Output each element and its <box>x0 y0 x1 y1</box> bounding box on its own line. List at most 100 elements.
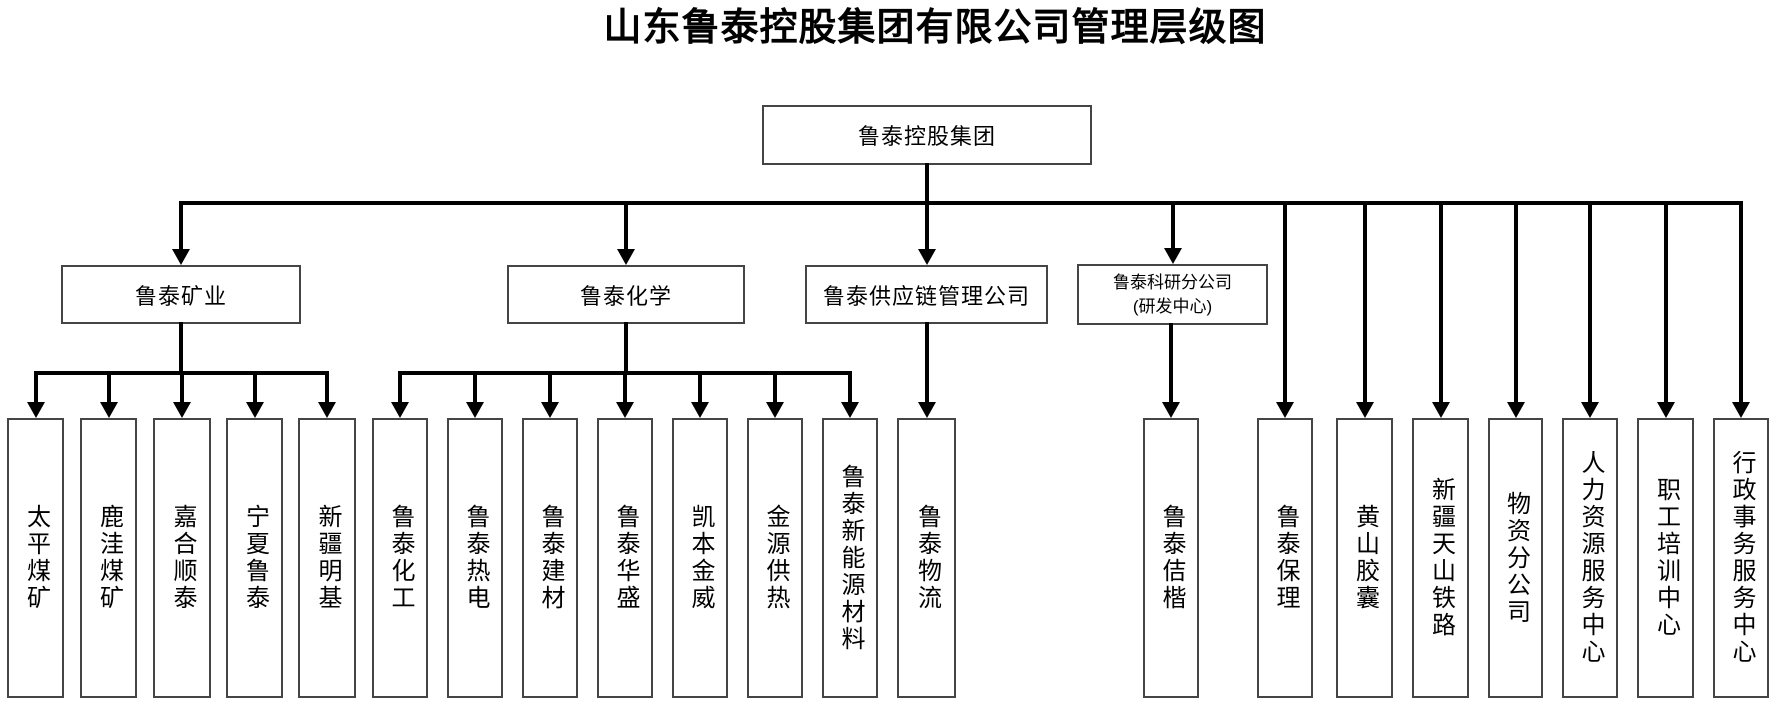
org-node-label: 鲁泰化学 <box>579 283 672 309</box>
org-node-lutai-mining: 鲁泰矿业 <box>61 265 301 324</box>
org-node-ningxia-lutai: 宁夏鲁泰 <box>226 418 283 698</box>
arrowhead-icon <box>617 249 635 265</box>
connector-arrow-stem <box>1588 201 1592 405</box>
chart-title: 山东鲁泰控股集团有限公司管理层级图 <box>603 7 1267 49</box>
arrowhead-icon <box>1355 402 1374 418</box>
connector-arrow-stem <box>473 371 477 405</box>
org-node-label: 鲁泰佶楷 <box>1158 504 1185 612</box>
connector-arrow-stem <box>33 371 38 405</box>
org-node-lutai-chemistry: 鲁泰化学 <box>507 265 745 324</box>
arrowhead-icon <box>616 402 634 418</box>
arrowhead-icon <box>1162 402 1180 418</box>
root-drop-line <box>925 163 929 205</box>
arrowhead-icon <box>541 402 559 418</box>
org-node-lutai-holding-group: 鲁泰控股集团 <box>762 105 1092 165</box>
arrowhead-icon <box>1276 402 1294 418</box>
org-node-lutai-research-branch: 鲁泰科研分公司 (研发中心) <box>1077 264 1268 325</box>
org-node-label: 鲁泰热电 <box>462 504 489 612</box>
arrowhead-icon <box>173 402 191 418</box>
org-node-jiahe-shuntai: 嘉合顺泰 <box>153 418 211 698</box>
connector-arrow-stem <box>623 371 627 405</box>
org-node-xinjiang-mingji: 新疆明基 <box>298 418 356 698</box>
arrowhead-icon <box>1163 248 1182 264</box>
org-node-lutai-huasheng: 鲁泰华盛 <box>597 418 653 698</box>
connector-arrow-stem <box>1362 201 1367 405</box>
arrowhead-icon <box>691 402 709 418</box>
org-node-label: 太平煤矿 <box>22 504 50 612</box>
org-node-huangshan-capsule: 黄山胶囊 <box>1336 418 1393 698</box>
connector-arrow-stem <box>252 371 257 405</box>
connector-arrow-stem <box>698 371 702 405</box>
branch-drop-line <box>624 322 628 375</box>
arrowhead-icon <box>318 402 336 418</box>
org-node-label: 物资分公司 <box>1502 490 1530 626</box>
connector-arrow-stem <box>325 371 329 405</box>
arrowhead-icon <box>99 402 118 418</box>
arrowhead-icon <box>1732 402 1750 418</box>
arrowhead-icon <box>1581 402 1599 418</box>
arrowhead-icon <box>172 249 190 265</box>
arrowhead-icon <box>391 402 409 418</box>
connector-arrow-stem <box>1283 201 1287 405</box>
org-node-label: 鲁泰保理 <box>1272 504 1299 612</box>
connector-arrow-stem <box>548 371 552 405</box>
connector-arrow-stem <box>398 371 402 405</box>
arrowhead-icon <box>245 402 264 418</box>
connector-arrow-stem <box>924 322 929 405</box>
org-node-label: 鲁泰科研分公司 (研发中心) <box>1113 272 1232 316</box>
org-node-label: 鲁泰矿业 <box>134 283 227 309</box>
org-node-label: 鲁泰控股集团 <box>857 124 996 149</box>
org-node-label: 鲁泰物流 <box>913 504 941 612</box>
connector-arrow-stem <box>848 371 852 405</box>
arrowhead-icon <box>26 402 45 418</box>
org-node-label: 嘉合顺泰 <box>169 504 196 612</box>
connector-arrow-stem <box>624 201 628 252</box>
org-node-lutai-thermal-power: 鲁泰热电 <box>447 418 503 698</box>
org-node-lutai-new-energy-materials: 鲁泰新能源材料 <box>822 418 878 698</box>
org-node-label: 凯本金威 <box>687 504 714 612</box>
arrowhead-icon <box>841 402 859 418</box>
org-node-luwa-coal-mine: 鹿洼煤矿 <box>80 418 137 698</box>
arrowhead-icon <box>1431 402 1450 418</box>
arrowhead-icon <box>917 249 936 265</box>
org-node-label: 职工培训中心 <box>1652 477 1680 639</box>
connector-arrow-stem <box>1513 201 1518 405</box>
org-node-lutai-jikai: 鲁泰佶楷 <box>1143 418 1199 698</box>
arrowhead-icon <box>466 402 484 418</box>
branch-drop-line <box>179 322 183 375</box>
org-node-label: 行政事务服务中心 <box>1728 450 1755 666</box>
arrowhead-icon <box>917 402 936 418</box>
arrowhead-icon <box>1656 402 1675 418</box>
org-node-lutai-factoring: 鲁泰保理 <box>1257 418 1313 698</box>
org-node-lutai-chemical: 鲁泰化工 <box>372 418 428 698</box>
connector-arrow-stem <box>180 371 184 405</box>
arrowhead-icon <box>766 402 784 418</box>
org-node-label: 宁夏鲁泰 <box>241 504 269 612</box>
org-node-kaiben-jinwei: 凯本金威 <box>672 418 728 698</box>
connector-arrow-stem <box>924 201 929 252</box>
org-node-lutai-building-materials: 鲁泰建材 <box>522 418 578 698</box>
org-node-hr-service-center: 人力资源服务中心 <box>1562 418 1618 698</box>
org-node-label: 鲁泰新能源材料 <box>837 463 864 653</box>
org-node-lutai-supply-chain-management: 鲁泰供应链管理公司 <box>805 265 1048 324</box>
org-node-staff-training-center: 职工培训中心 <box>1637 418 1694 698</box>
org-node-label: 鲁泰化工 <box>387 504 414 612</box>
connector-arrow-stem <box>106 371 111 405</box>
org-node-taiping-coal-mine: 太平煤矿 <box>7 418 64 698</box>
org-node-label: 鲁泰建材 <box>537 504 564 612</box>
connector-arrow-stem <box>1438 201 1443 405</box>
org-node-jinyuan-heating: 金源供热 <box>747 418 803 698</box>
org-node-label: 鲁泰供应链管理公司 <box>822 283 1030 309</box>
connector-arrow-stem <box>179 201 183 252</box>
org-node-label: 人力资源服务中心 <box>1577 450 1604 666</box>
connector-arrow-stem <box>1170 201 1175 251</box>
org-node-lutai-logistics: 鲁泰物流 <box>897 418 956 698</box>
connector-arrow-stem <box>1663 201 1668 405</box>
connector-arrow-stem <box>1169 323 1173 405</box>
org-node-label: 金源供热 <box>762 504 789 612</box>
org-node-admin-affairs-service-center: 行政事务服务中心 <box>1713 418 1769 698</box>
org-node-label: 新疆明基 <box>314 504 341 612</box>
org-node-label: 新疆天山铁路 <box>1427 477 1455 639</box>
arrowhead-icon <box>1506 402 1525 418</box>
